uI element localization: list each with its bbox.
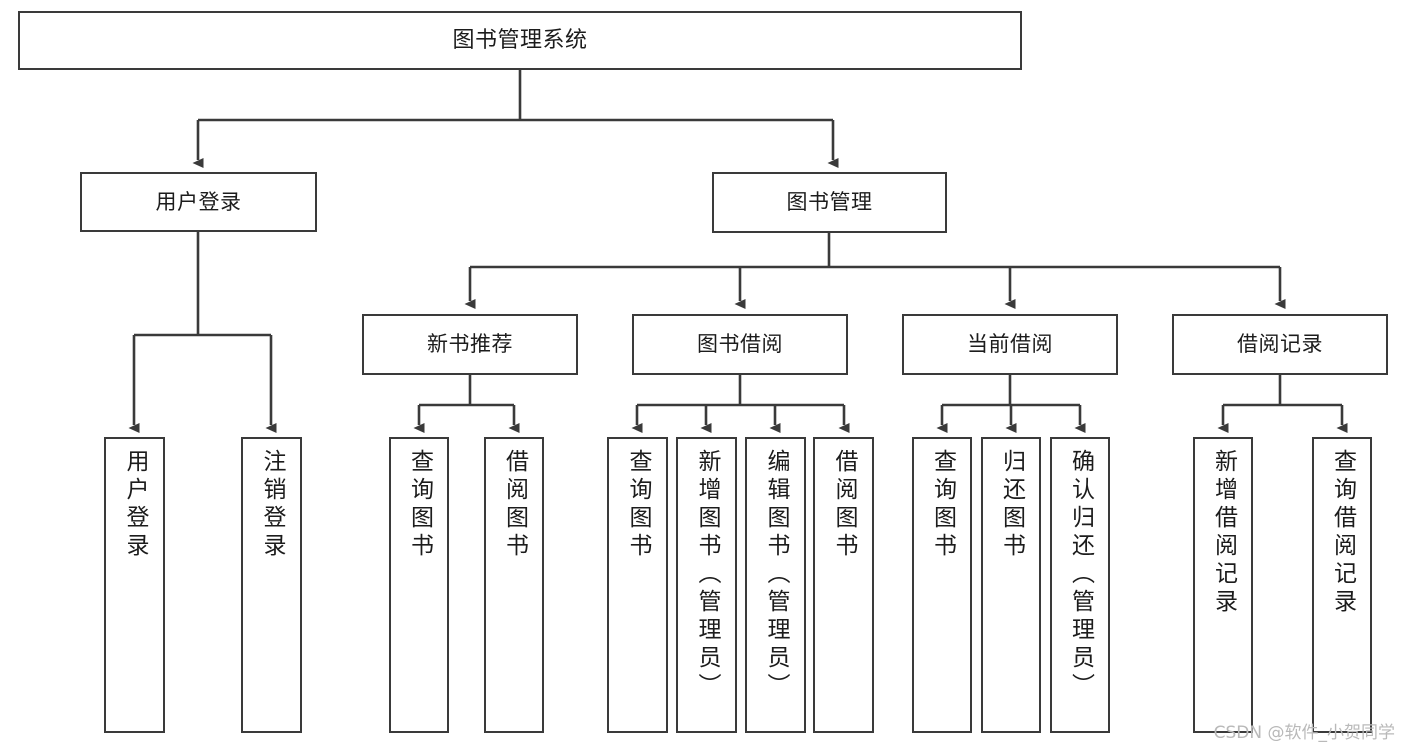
node-label: 当前借阅: [967, 332, 1053, 357]
leaf-query-borrow-record[interactable]: 查询借阅记录: [1312, 437, 1372, 733]
node-label: 用户登录: [155, 189, 242, 214]
node-user-login[interactable]: 用户登录: [80, 172, 317, 232]
leaf-add-book-admin[interactable]: 新增图书（管理员）: [676, 437, 737, 733]
leaf-borrow-book-new-recommend[interactable]: 借阅图书: [484, 437, 544, 733]
node-label: 新增借阅记录: [1210, 449, 1237, 617]
node-label: 借阅图书: [501, 449, 528, 561]
leaf-query-book-current[interactable]: 查询图书: [912, 437, 972, 733]
leaf-confirm-return-admin[interactable]: 确认归还（管理员）: [1050, 437, 1110, 733]
node-label: 注销登录: [259, 449, 285, 561]
node-label: 图书管理系统: [452, 27, 588, 53]
node-label: 图书借阅: [697, 332, 783, 357]
leaf-borrow-book[interactable]: 借阅图书: [813, 437, 874, 733]
node-label: 借阅记录: [1237, 332, 1323, 357]
node-label: 新书推荐: [427, 332, 513, 357]
node-borrow-record[interactable]: 借阅记录: [1172, 314, 1388, 375]
leaf-return-book[interactable]: 归还图书: [981, 437, 1041, 733]
node-label: 用户登录: [122, 449, 148, 561]
node-new-book-recommend[interactable]: 新书推荐: [362, 314, 578, 375]
leaf-query-book-new-recommend[interactable]: 查询图书: [389, 437, 449, 733]
watermark-csdn: CSDN @软件_小贺同学: [1213, 723, 1395, 743]
node-label: 借阅图书: [831, 449, 857, 561]
node-label: 查询图书: [929, 449, 956, 561]
node-label: 编辑图书（管理员）: [763, 449, 789, 701]
leaf-edit-book-admin[interactable]: 编辑图书（管理员）: [745, 437, 806, 733]
leaf-logout-login[interactable]: 注销登录: [241, 437, 302, 733]
node-label: 查询图书: [625, 449, 651, 561]
node-label: 查询图书: [406, 449, 433, 561]
node-book-borrow[interactable]: 图书借阅: [632, 314, 848, 375]
node-label: 新增图书（管理员）: [694, 449, 720, 701]
node-label: 图书管理: [786, 190, 873, 215]
node-label: 查询借阅记录: [1329, 449, 1356, 617]
node-book-management[interactable]: 图书管理: [712, 172, 947, 233]
node-label: 确认归还（管理员）: [1067, 449, 1094, 701]
leaf-user-login[interactable]: 用户登录: [104, 437, 165, 733]
node-label: 归还图书: [998, 449, 1025, 561]
leaf-query-book-borrow[interactable]: 查询图书: [607, 437, 668, 733]
leaf-add-borrow-record[interactable]: 新增借阅记录: [1193, 437, 1253, 733]
node-root-book-management-system[interactable]: 图书管理系统: [18, 11, 1022, 70]
node-current-borrow[interactable]: 当前借阅: [902, 314, 1118, 375]
